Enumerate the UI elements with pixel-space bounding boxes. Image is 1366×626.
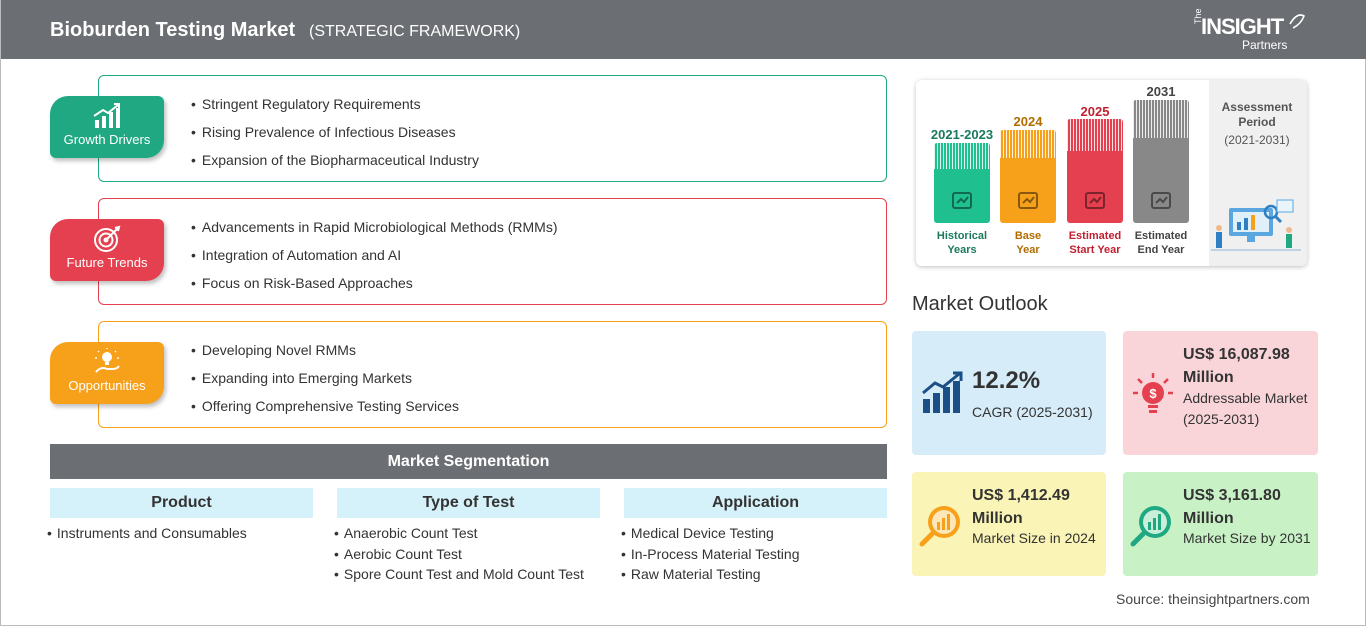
assessment-title: Assessment Period <box>1221 100 1293 129</box>
list-item: Developing Novel RMMs <box>191 342 459 370</box>
segment-list: Anaerobic Count Test Aerobic Count Test … <box>334 525 600 587</box>
svg-text:$: $ <box>1149 386 1157 401</box>
assessment-period-panel: Assessment Period (2021-2031) <box>1209 80 1307 266</box>
market-size-2031-value: US$ 3,161.80 Million <box>1183 487 1281 527</box>
list-item: Expansion of the Biopharmaceutical Indus… <box>191 152 479 180</box>
timeline-bar <box>934 143 990 223</box>
cagr-card: 12.2% CAGR (2025-2031) <box>912 331 1106 455</box>
addressable-value: US$ 16,087.98 Million <box>1183 346 1290 386</box>
badge-label: Future Trends <box>66 255 148 270</box>
list-item: Raw Material Testing <box>621 566 887 587</box>
monitor-chart-icon <box>1151 192 1171 209</box>
timeline-year: 2021-2023 <box>930 127 994 142</box>
page-title: Bioburden Testing Market <box>50 19 296 41</box>
segment-column-type-of-test: Type of Test Anaerobic Count Test Aerobi… <box>337 488 600 587</box>
growth-drivers-list: Stringent Regulatory Requirements Rising… <box>191 96 479 180</box>
list-item: Offering Comprehensive Testing Services <box>191 398 459 426</box>
segment-heading: Application <box>624 488 887 518</box>
market-size-2031-card: US$ 3,161.80 Million Market Size by 2031 <box>1123 472 1318 576</box>
list-item: Advancements in Rapid Microbiological Me… <box>191 219 558 247</box>
page-subtitle: (STRATEGIC FRAMEWORK) <box>309 23 521 40</box>
presentation-icon <box>1085 192 1105 209</box>
addressable-market-card: $ US$ 16,087.98 Million Addressable Mark… <box>1123 331 1318 455</box>
list-item: Focus on Risk-Based Approaches <box>191 275 557 303</box>
list-item: Aerobic Count Test <box>334 546 600 567</box>
timeline-bar <box>1067 119 1123 223</box>
growth-drivers-badge: Growth Drivers <box>50 96 164 158</box>
history-icon <box>952 192 972 209</box>
segment-column-product: Product Instruments and Consumables <box>50 488 313 546</box>
opportunities-list: Developing Novel RMMs Expanding into Eme… <box>191 342 459 426</box>
market-size-2024-card: US$ 1,412.49 Million Market Size in 2024 <box>912 472 1106 576</box>
assessment-range: (2021-2031) <box>1224 133 1290 147</box>
growth-bars-icon <box>922 371 963 413</box>
cagr-value: 12.2% <box>972 367 1041 394</box>
cagr-label: CAGR (2025-2031) <box>972 404 1093 420</box>
insight-partners-logo: The INSIGHT Partners <box>1191 8 1311 54</box>
list-item: Medical Device Testing <box>621 525 887 546</box>
growth-chart-icon <box>93 103 120 128</box>
segment-list: Instruments and Consumables <box>47 525 313 546</box>
dollar-lightbulb-icon: $ <box>1133 373 1173 413</box>
badge-label: Growth Drivers <box>63 132 151 147</box>
future-trends-badge: Future Trends <box>50 219 164 281</box>
list-item: Expanding into Emerging Markets <box>191 370 459 398</box>
magnifier-chart-icon <box>919 506 960 547</box>
timeline-year: 2024 <box>1013 114 1043 129</box>
list-item: Spore Count Test and Mold Count Test <box>334 566 600 587</box>
market-size-2024-label: Market Size in 2024 <box>972 530 1096 546</box>
list-item: In-Process Material Testing <box>621 546 887 567</box>
segment-heading: Type of Test <box>337 488 600 518</box>
segmentation-header: Market Segmentation <box>50 444 887 479</box>
header-bar: Bioburden Testing Market (STRATEGIC FRAM… <box>1 0 1366 59</box>
target-icon <box>94 225 121 252</box>
analysts-illustration-icon <box>1211 199 1301 251</box>
addressable-label: Addressable Market (2025-2031) <box>1183 390 1308 427</box>
growth-drivers-box: Stringent Regulatory Requirements Rising… <box>98 75 887 182</box>
list-item: Rising Prevalence of Infectious Diseases <box>191 124 479 152</box>
list-item: Anaerobic Count Test <box>334 525 600 546</box>
segment-heading: Product <box>50 488 313 518</box>
source-note: Source: theinsightpartners.com <box>1116 591 1310 607</box>
calendar-icon <box>1018 192 1038 209</box>
opportunities-box: Developing Novel RMMs Expanding into Eme… <box>98 321 887 428</box>
magnifier-chart-icon <box>1130 506 1171 547</box>
market-size-2031-label: Market Size by 2031 <box>1183 530 1311 546</box>
timeline-bar <box>1000 130 1056 223</box>
timeline-year: 2025 <box>1080 104 1110 119</box>
market-outlook-title: Market Outlook <box>912 293 1048 315</box>
opportunities-badge: Opportunities <box>50 342 164 404</box>
future-trends-box: Advancements in Rapid Microbiological Me… <box>98 198 887 305</box>
list-item: Stringent Regulatory Requirements <box>191 96 479 124</box>
timeline-bar <box>1133 100 1189 223</box>
logo-swoosh-icon <box>1289 14 1305 29</box>
timeline-year: 2031 <box>1146 84 1176 99</box>
list-item: Instruments and Consumables <box>47 525 313 546</box>
segment-column-application: Application Medical Device Testing In-Pr… <box>624 488 887 587</box>
segment-list: Medical Device Testing In-Process Materi… <box>621 525 887 587</box>
list-item: Integration of Automation and AI <box>191 247 557 275</box>
badge-label: Opportunities <box>68 378 146 393</box>
future-trends-list: Advancements in Rapid Microbiological Me… <box>191 219 558 303</box>
lightbulb-hand-icon <box>95 348 120 373</box>
market-size-2024-value: US$ 1,412.49 Million <box>972 487 1070 527</box>
